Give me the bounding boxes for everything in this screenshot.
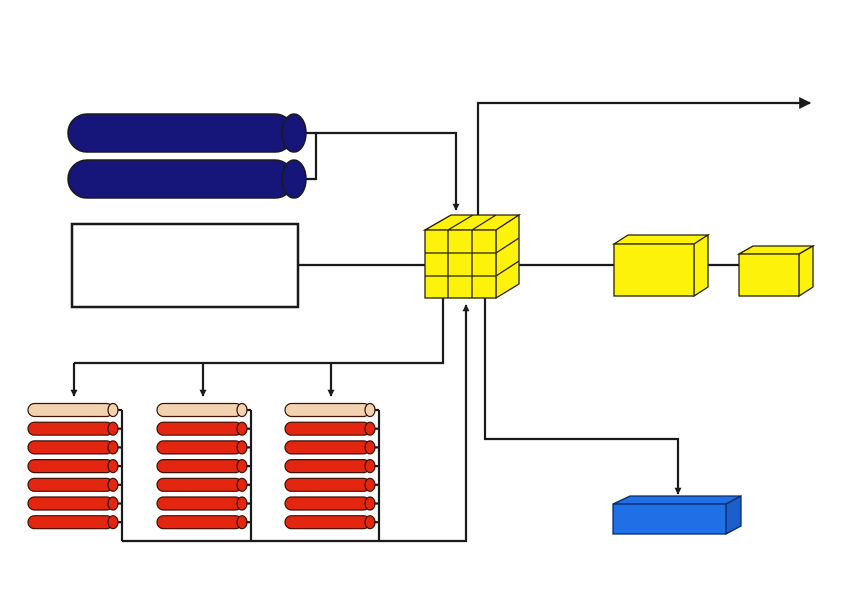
connections bbox=[70, 97, 812, 543]
red-cylinder bbox=[156, 477, 251, 492]
white-box bbox=[70, 222, 300, 309]
red-cylinder bbox=[156, 440, 251, 455]
red-cylinder bbox=[284, 515, 379, 530]
red-cylinder bbox=[284, 496, 379, 511]
blue-block bbox=[612, 494, 742, 536]
red-cylinder bbox=[27, 496, 122, 511]
bank-3 bbox=[284, 402, 381, 541]
pale-cylinder bbox=[284, 402, 379, 418]
pale-cylinder bbox=[156, 402, 251, 418]
tank-1 bbox=[67, 113, 307, 153]
red-cylinder bbox=[27, 515, 122, 530]
red-cylinder bbox=[27, 477, 122, 492]
red-cylinder bbox=[284, 421, 379, 436]
red-cylinder bbox=[284, 477, 379, 492]
red-cylinder bbox=[27, 440, 122, 455]
bank-2 bbox=[156, 402, 253, 541]
central-cube bbox=[422, 213, 522, 300]
red-cylinder bbox=[27, 421, 122, 436]
red-cylinder bbox=[156, 515, 251, 530]
yellow-box-small bbox=[736, 244, 816, 298]
tank-2 bbox=[67, 159, 307, 199]
red-cylinder bbox=[156, 496, 251, 511]
pale-cylinder bbox=[27, 402, 122, 418]
red-cylinder bbox=[284, 440, 379, 455]
cube-to-banks-line bbox=[74, 298, 445, 365]
red-cylinder bbox=[284, 459, 379, 474]
red-cylinder bbox=[156, 459, 251, 474]
tank-to-cube-arrow bbox=[316, 131, 460, 211]
cylinder-banks bbox=[27, 402, 381, 541]
red-cylinder bbox=[27, 459, 122, 474]
red-cylinder bbox=[156, 421, 251, 436]
cube-output-arrow bbox=[476, 97, 812, 218]
cube-to-blue-block-arrow bbox=[483, 298, 682, 495]
yellow-box-large bbox=[611, 233, 711, 298]
bank-1 bbox=[27, 402, 124, 541]
banks-return-arrow bbox=[122, 304, 470, 543]
